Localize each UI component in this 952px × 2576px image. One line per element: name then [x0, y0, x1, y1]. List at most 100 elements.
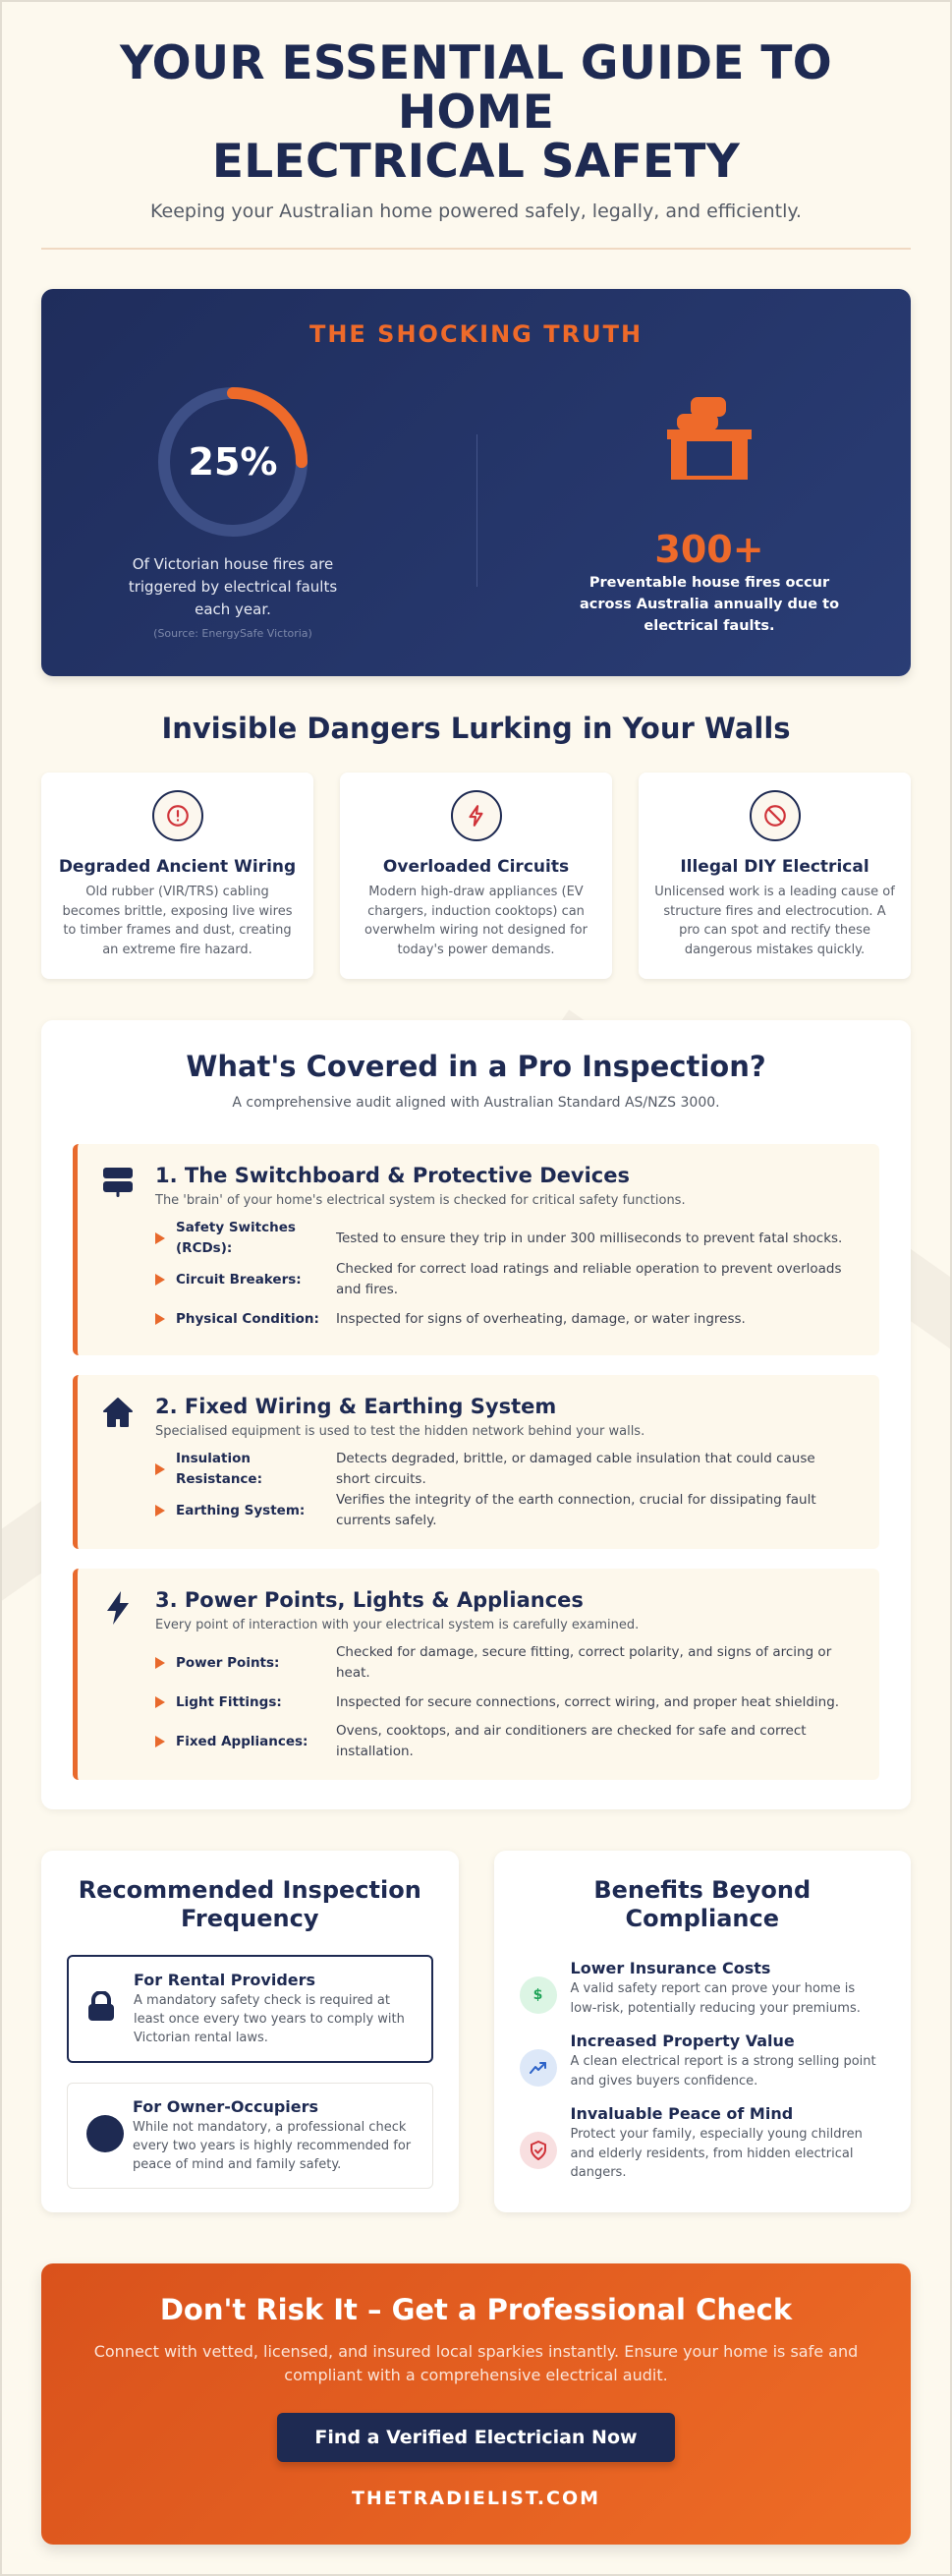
- benefit-text: A valid safety report can prove your hom…: [570, 1981, 861, 2016]
- coverage-subtitle: A comprehensive audit aligned with Austr…: [232, 1095, 720, 1111]
- frequency-owner-occupiers: For Owner-Occupiers While not mandatory,…: [67, 2083, 433, 2189]
- check-label: Insulation Resistance:: [176, 1451, 262, 1487]
- benefit-title: Invaluable Peace of Mind: [570, 2104, 794, 2123]
- section-title: THE SHOCKING TRUTH: [308, 320, 644, 348]
- lock-icon: [86, 1990, 116, 2027]
- danger-card: Overloaded Circuits Modern high-draw app…: [340, 773, 612, 979]
- dangers-title: Invisible Dangers Lurking in Your Walls: [161, 712, 791, 745]
- check-label: Safety Switches (RCDs):: [176, 1220, 296, 1256]
- check-value: Verifies the integrity of the earth conn…: [336, 1492, 816, 1528]
- arrow-right-icon: [155, 1232, 165, 1244]
- progress-ring-icon: [158, 387, 308, 537]
- benefit-text: Protect your family, especially young ch…: [570, 2127, 863, 2180]
- danger-title: Illegal DIY Electrical: [680, 857, 869, 877]
- coverage-block-switchboard: 1. The Switchboard & Protective Devices …: [73, 1144, 879, 1355]
- block-title: 3. Power Points, Lights & Appliances: [155, 1588, 584, 1612]
- check-item: Fixed Appliances: Ovens, cooktops, and a…: [155, 1721, 850, 1762]
- check-value: Inspected for signs of overheating, dama…: [336, 1310, 746, 1327]
- benefit-item: Increased Property Value A clean electri…: [519, 2032, 886, 2090]
- check-label: Power Points:: [176, 1654, 280, 1671]
- progress-ring: 25%: [156, 385, 309, 539]
- coverage-title: What's Covered in a Pro Inspection?: [186, 1050, 766, 1083]
- frequency-item-text: A mandatory safety check is required at …: [134, 1993, 405, 2045]
- check-value: Ovens, cooktops, and air conditioners ar…: [336, 1723, 807, 1759]
- dollar-icon: $: [519, 1976, 557, 2014]
- divider: [476, 434, 477, 587]
- divider: [41, 248, 911, 250]
- switchboard-icon: [103, 1166, 133, 1199]
- page-title: YOUR ESSENTIAL GUIDE TO HOME ELECTRICAL …: [41, 39, 911, 187]
- danger-title: Degraded Ancient Wiring: [58, 857, 297, 877]
- check-label: Fixed Appliances:: [176, 1733, 308, 1749]
- check-value: Checked for damage, secure fitting, corr…: [336, 1644, 832, 1681]
- page-subtitle: Keeping your Australian home powered saf…: [150, 200, 802, 222]
- check-label: Earthing System:: [176, 1502, 306, 1518]
- check-item: Circuit Breakers: Checked for correct lo…: [155, 1259, 850, 1300]
- check-value: Inspected for secure connections, correc…: [336, 1693, 840, 1710]
- check-item: Safety Switches (RCDs): Tested to ensure…: [155, 1218, 850, 1259]
- stat-description: Preventable house fires occur across Aus…: [579, 575, 840, 634]
- check-item: Light Fittings: Inspected for secure con…: [155, 1684, 850, 1721]
- inspection-frequency-card: Recommended Inspection Frequency For Ren…: [41, 1851, 459, 2212]
- home-icon: [103, 1397, 133, 1430]
- prohibited-icon: [749, 790, 801, 841]
- circle-icon: [85, 2114, 125, 2157]
- arrow-right-icon: [155, 1736, 165, 1747]
- shield-check-icon: [519, 2132, 557, 2169]
- danger-text: Unlicensed work is a leading cause of st…: [654, 885, 895, 957]
- trending-up-icon: [519, 2049, 557, 2087]
- shocking-truth-panel: THE SHOCKING TRUTH 25% Of Victorian hous…: [41, 289, 911, 676]
- benefit-title: Increased Property Value: [570, 2032, 795, 2050]
- check-label: Physical Condition:: [176, 1310, 319, 1327]
- page-header: YOUR ESSENTIAL GUIDE TO HOME ELECTRICAL …: [41, 39, 911, 250]
- stat-value: 300+: [654, 528, 764, 571]
- block-description: The 'brain' of your home's electrical sy…: [155, 1193, 686, 1208]
- lightning-icon: [450, 790, 502, 841]
- check-value: Tested to ensure they trip in under 300 …: [336, 1230, 843, 1246]
- check-value: Checked for correct load ratings and rel…: [336, 1261, 842, 1297]
- arrow-right-icon: [155, 1313, 165, 1325]
- frequency-item-text: While not mandatory, a professional chec…: [133, 2120, 412, 2172]
- alert-circle-icon: [151, 790, 203, 841]
- check-list: Safety Switches (RCDs): Tested to ensure…: [155, 1218, 850, 1338]
- brand-link[interactable]: THETRADIELIST.COM: [351, 2488, 601, 2509]
- benefit-title: Lower Insurance Costs: [570, 1959, 771, 1977]
- block-title: 1. The Switchboard & Protective Devices: [155, 1164, 630, 1187]
- danger-text: Modern high-draw appliances (EV chargers…: [364, 885, 588, 957]
- dangers-grid: Degraded Ancient Wiring Old rubber (VIR/…: [41, 773, 911, 979]
- block-description: Specialised equipment is used to test th…: [155, 1424, 645, 1439]
- benefit-text: A clean electrical report is a strong se…: [570, 2054, 876, 2089]
- check-value: Detects degraded, brittle, or damaged ca…: [336, 1451, 815, 1487]
- danger-text: Old rubber (VIR/TRS) cabling becomes bri…: [62, 885, 293, 957]
- call-to-action: Don't Risk It – Get a Professional Check…: [41, 2263, 911, 2545]
- find-electrician-button[interactable]: Find a Verified Electrician Now: [277, 2413, 675, 2462]
- check-label: Light Fittings:: [176, 1693, 282, 1710]
- arrow-right-icon: [155, 1274, 165, 1286]
- frequency-item-title: For Owner-Occupiers: [133, 2097, 319, 2116]
- arrow-right-icon: [155, 1696, 165, 1708]
- benefit-item: Invaluable Peace of Mind Protect your fa…: [519, 2104, 886, 2183]
- frequency-title: Recommended Inspection Frequency: [78, 1876, 421, 1932]
- check-list: Power Points: Checked for damage, secure…: [155, 1642, 850, 1762]
- inspection-coverage: What's Covered in a Pro Inspection? A co…: [41, 1020, 911, 1809]
- frequency-item-title: For Rental Providers: [134, 1971, 316, 1989]
- cta-text: Connect with vetted, licensed, and insur…: [93, 2342, 859, 2384]
- check-item: Power Points: Checked for damage, secure…: [155, 1642, 850, 1684]
- stat-victorian-fires: 25% Of Victorian house fires are trigger…: [110, 385, 356, 640]
- title-line-1: YOUR ESSENTIAL GUIDE TO HOME: [119, 36, 833, 140]
- stat-source: (Source: EnergySafe Victoria): [153, 627, 312, 640]
- cta-title: Don't Risk It – Get a Professional Check: [159, 2293, 793, 2326]
- stat-preventable-fires: 300+ Preventable house fires occur acros…: [562, 397, 857, 637]
- stat-value: 25%: [188, 440, 278, 484]
- benefit-item: $ Lower Insurance Costs A valid safety r…: [519, 1959, 886, 2018]
- danger-card: Degraded Ancient Wiring Old rubber (VIR/…: [41, 773, 313, 979]
- stat-description: Of Victorian house fires are triggered b…: [128, 555, 338, 618]
- bolt-icon: [103, 1590, 133, 1625]
- check-item: Insulation Resistance: Detects degraded,…: [155, 1449, 850, 1490]
- block-description: Every point of interaction with your ele…: [155, 1618, 640, 1632]
- block-title: 2. Fixed Wiring & Earthing System: [155, 1395, 557, 1418]
- benefits-title: Benefits Beyond Compliance: [593, 1876, 812, 1932]
- arrow-right-icon: [155, 1657, 165, 1669]
- check-item: Physical Condition: Inspected for signs …: [155, 1300, 850, 1338]
- danger-title: Overloaded Circuits: [382, 857, 570, 877]
